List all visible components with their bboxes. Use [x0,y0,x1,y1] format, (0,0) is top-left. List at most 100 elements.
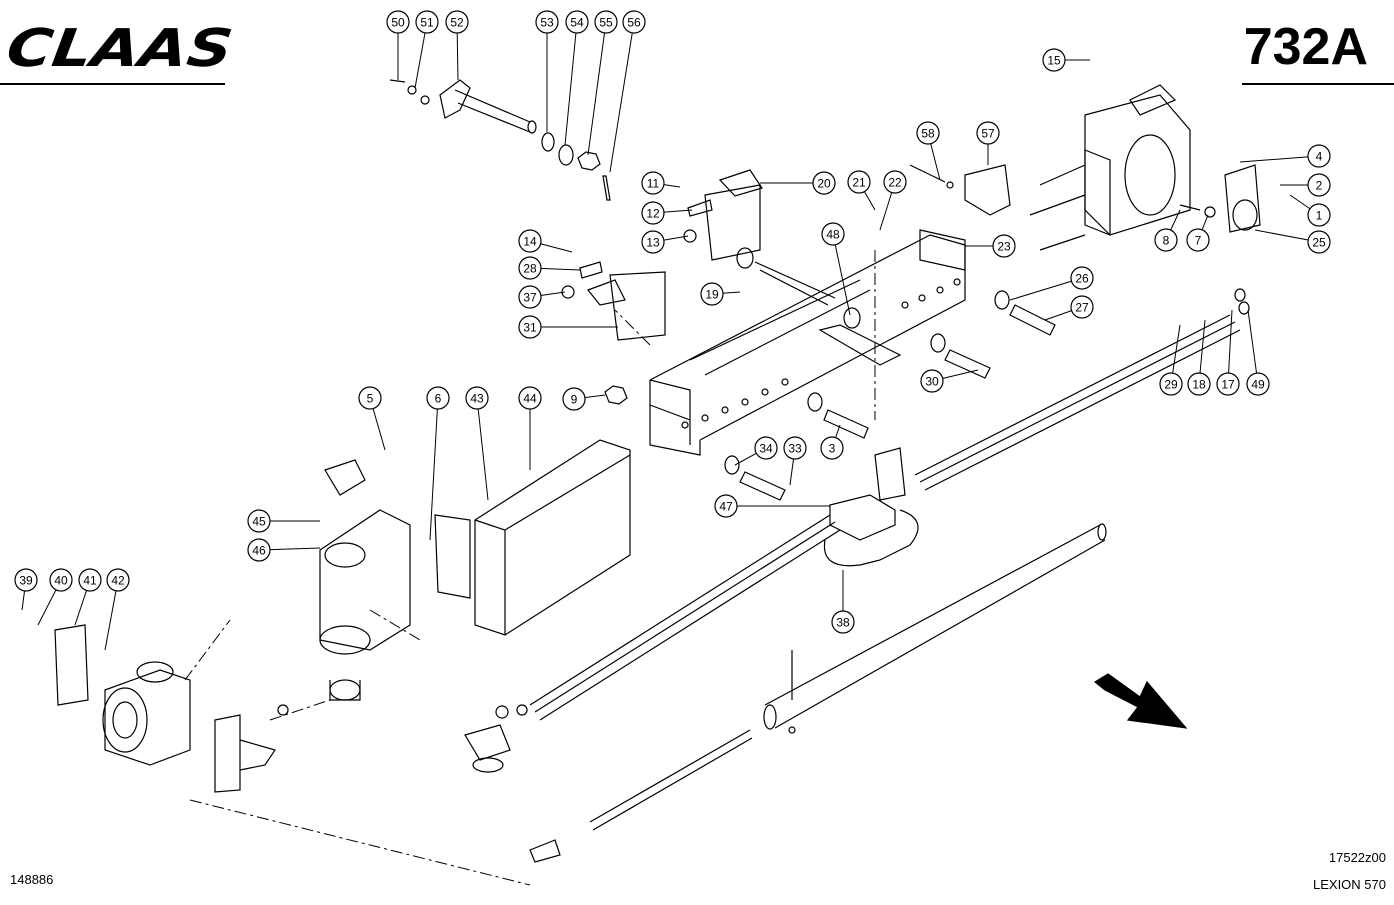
callout-bubble: 19 [700,282,724,306]
callout-number: 50 [391,15,405,29]
main-frame [649,229,966,456]
callout-leader [587,21,607,156]
callout-bubble: 55 [594,10,618,34]
callout-bubble: 14 [518,229,542,253]
callout-circle [992,234,1016,258]
callout-number: 26 [1075,271,1089,285]
callout-circle [247,509,271,533]
callout-bubble: 8 [1154,228,1178,252]
callout-number: 37 [523,290,537,304]
callout-number: 52 [450,15,464,29]
callout-circle [518,256,542,280]
callout-number: 40 [54,573,68,587]
callout-bubble: 41 [78,568,102,592]
callout-circle [78,568,102,592]
callout-circle [518,285,542,309]
lower-left-hardware [464,704,528,773]
footer-model: LEXION 570 [1313,877,1386,892]
callout-circle [1159,372,1183,396]
callout-bubble: 12 [641,201,665,225]
rod-42 [529,729,753,863]
callout-bubble: 21 [847,170,871,194]
callout-number: 34 [759,441,773,455]
extension-block-18 [434,439,631,636]
callout-circle [594,10,618,34]
callout-number: 46 [252,543,266,557]
callout-bubble: 20 [812,171,836,195]
callout-bubble: 31 [518,315,542,339]
callout-circle [49,568,73,592]
callout-bubble: 58 [916,121,940,145]
callout-number: 29 [1164,377,1178,391]
callout-number: 57 [981,126,995,140]
callout-bubble: 38 [831,610,855,634]
callout-bubble: 23 [992,234,1016,258]
callout-number: 1 [1316,208,1323,222]
callout-number: 54 [570,15,584,29]
callout-circle [1307,203,1331,227]
callout-leader [1247,309,1259,385]
callout-number: 48 [826,227,840,241]
callout-leaders [21,21,1320,651]
frame-bolts [604,290,1056,501]
callout-circle [820,436,844,460]
callout-number: 58 [921,126,935,140]
callout-number: 43 [470,391,484,405]
callout-bubble: 49 [1246,372,1270,396]
callout-number: 27 [1075,300,1089,314]
callout-number: 38 [836,615,850,629]
callout-bubble: 26 [1070,266,1094,290]
callout-circle [641,230,665,254]
callout-leader [609,21,635,173]
callout-circle [415,10,439,34]
callout-number: 20 [817,176,831,190]
bolt-43 [788,650,796,734]
callout-bubble: 40 [49,568,73,592]
callout-bubble: 13 [641,230,665,254]
callout-number: 3 [829,441,836,455]
callout-bubble: 51 [415,10,439,34]
callout-circle [1246,372,1270,396]
callout-circle [700,282,724,306]
callout-bubble: 17 [1216,372,1240,396]
parts-line-art [54,79,1261,886]
callout-circle [518,315,542,339]
callout-number: 15 [1047,53,1061,67]
callout-number: 44 [523,391,537,405]
callout-bubble: 9 [562,387,586,411]
pivot-bracket-9 [319,459,411,701]
callout-circle [622,10,646,34]
right-gear-housing [1029,84,1261,251]
callout-circle [1307,230,1331,254]
callout-leader [832,233,851,316]
callout-circle [920,369,944,393]
callout-bubble: 2 [1307,173,1331,197]
callout-bubble: 34 [754,436,778,460]
callout-number: 5 [367,391,374,405]
callout-bubble: 5 [358,386,382,410]
callout-bubble: 7 [1186,228,1210,252]
callout-leader [104,579,119,651]
callout-number: 18 [1192,377,1206,391]
callout-number: 28 [523,261,537,275]
callout-circle [106,568,130,592]
callout-number: 6 [435,391,442,405]
callout-number: 13 [646,235,660,249]
callout-circle [1070,266,1094,290]
callout-circle [754,436,778,460]
callout-bubble: 15 [1042,48,1066,72]
callout-bubble: 11 [641,171,665,195]
callout-circle [358,386,382,410]
callout-bubble: 33 [783,436,807,460]
callout-bubble: 45 [247,509,271,533]
callout-circle [565,10,589,34]
callout-bubble: 3 [820,436,844,460]
callout-leader [476,397,489,501]
callout-leader [1227,309,1233,385]
page-number: 732A [1244,18,1368,76]
callout-number: 47 [719,499,733,513]
callout-circle [562,387,586,411]
